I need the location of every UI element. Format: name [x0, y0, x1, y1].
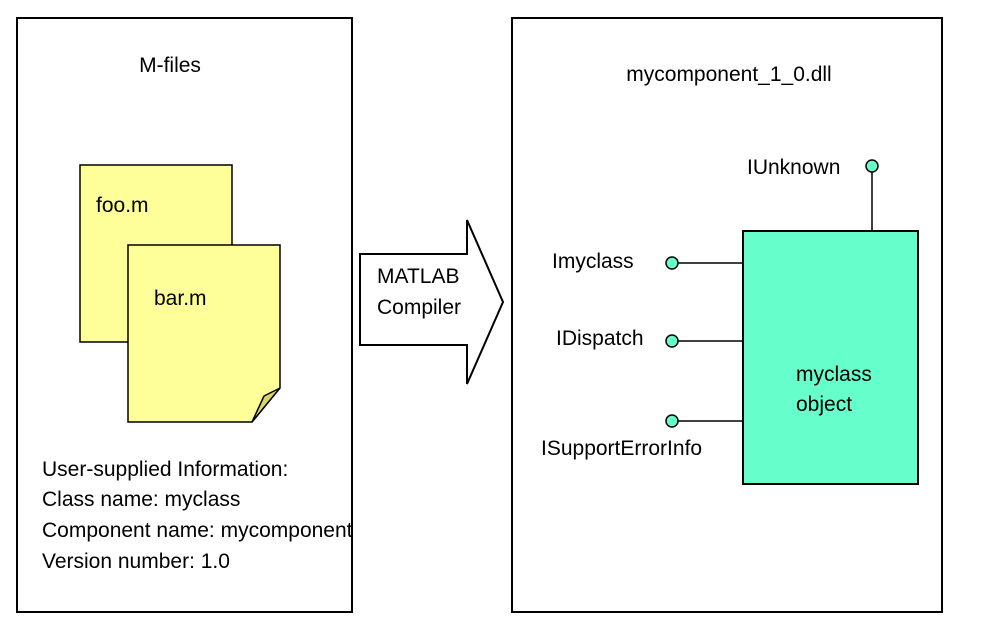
myclass-object — [742, 230, 919, 485]
interface-label-iunknown: IUnknown — [747, 156, 840, 179]
m-files-title: M-files — [139, 54, 201, 77]
dll-panel: mycomponent_1_0.dll IUnknown myclass obj… — [511, 17, 943, 613]
compiler-label-line1: MATLAB — [377, 265, 459, 288]
lollipop-iunknown-icon — [865, 159, 879, 173]
bar-file-icon — [127, 244, 281, 423]
lollipop-idispatch-icon — [665, 334, 679, 348]
compiler-label-line2: Compiler — [377, 296, 461, 319]
info-version-number: Version number: 1.0 — [42, 550, 230, 573]
m-files-panel: M-files foo.m bar.m User-supplied Inform… — [16, 17, 353, 613]
info-class-name: Class name: myclass — [42, 488, 240, 511]
interface-label-isupporterrorinfo: ISupportErrorInfo — [541, 437, 702, 460]
lollipop-imyclass-icon — [665, 256, 679, 270]
page-fold-icon — [251, 387, 281, 423]
interface-label-imyclass: Imyclass — [552, 250, 634, 273]
dll-title: mycomponent_1_0.dll — [626, 63, 831, 86]
interface-label-idispatch: IDispatch — [556, 327, 644, 350]
lollipop-isupporterrorinfo-icon — [665, 414, 679, 428]
info-component-name: Component name: mycomponent — [42, 519, 353, 542]
object-label-line1: myclass — [796, 363, 872, 386]
object-label-line2: object — [796, 393, 852, 416]
matlab-compiler-arrow: MATLAB Compiler — [359, 219, 505, 385]
bar-file-label: bar.m — [154, 287, 207, 310]
foo-file-label: foo.m — [96, 194, 149, 217]
arrow-icon — [359, 219, 505, 385]
info-heading: User-supplied Information: — [42, 458, 288, 481]
